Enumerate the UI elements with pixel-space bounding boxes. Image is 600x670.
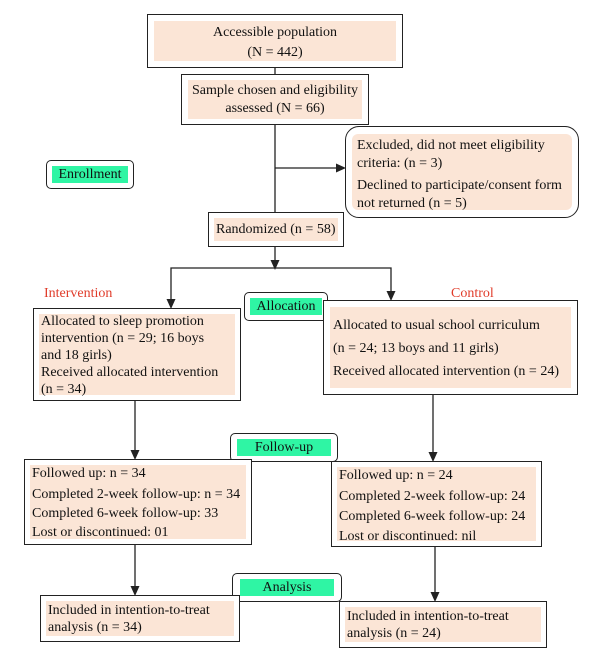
intervention-follow-line-1: Followed up: n = 34 [32,466,146,481]
control-analysis-box: Included in intention-to-treat analysis … [339,601,547,648]
intervention-follow-line-4: Lost or discontinued: 01 [32,525,169,540]
intervention-alloc-line-4: Received allocated intervention [41,365,219,380]
control-alloc-line-1: Allocated to usual school curriculum [333,318,540,333]
control-analysis-line-1: Included in intention-to-treat [347,609,509,624]
intervention-analysis-box: Included in intention-to-treat analysis … [40,595,240,642]
accessible-population-box: Accessible population (N = 442) [147,14,403,68]
intervention-follow-line-2: Completed 2-week follow-up: n = 34 [32,487,241,502]
intervention-allocation-box: Allocated to sleep promotion interventio… [33,308,241,401]
randomized-line-1: Randomized (n = 58) [216,222,336,237]
phase-follow-up: Follow-up [230,433,338,462]
phase-allocation: Allocation [244,292,328,321]
control-follow-line-2: Completed 2-week follow-up: 24 [339,489,526,504]
intervention-arm-label: Intervention [44,286,113,301]
phase-analysis-label: Analysis [240,579,334,596]
control-follow-line-4: Lost or discontinued: nil [339,529,477,544]
control-allocation-box: Allocated to usual school curriculum (n … [323,300,578,395]
population-line-2: (N = 442) [247,45,303,60]
phase-follow-up-label: Follow-up [237,439,331,456]
phase-analysis: Analysis [232,573,342,602]
eligibility-line-1: Sample chosen and eligibility [191,83,359,98]
phase-allocation-label: Allocation [250,298,322,315]
excluded-line-4: not returned (n = 5) [357,196,467,211]
control-follow-line-1: Followed up: n = 24 [339,468,453,483]
intervention-analysis-line-2: analysis (n = 34) [48,620,142,635]
intervention-alloc-line-3: and 18 girls) [41,348,112,363]
excluded-line-1: Excluded, did not meet eligibility [357,138,545,153]
phase-enrollment-label: Enrollment [52,166,128,183]
intervention-analysis-line-1: Included in intention-to-treat [48,603,210,618]
control-follow-up-box: Followed up: n = 24 Completed 2-week fol… [331,461,542,547]
intervention-alloc-line-5: (n = 34) [41,382,87,397]
control-alloc-line-3: Received allocated intervention (n = 24) [333,364,559,379]
intervention-alloc-line-2: intervention (n = 29; 16 boys [41,331,205,346]
control-alloc-line-2: (n = 24; 13 boys and 11 girls) [333,341,499,356]
control-analysis-line-2: analysis (n = 24) [347,626,441,641]
excluded-line-3: Declined to participate/consent form [357,178,562,193]
control-follow-line-3: Completed 6-week follow-up: 24 [339,509,526,524]
excluded-line-2: criteria: (n = 3) [357,156,443,171]
intervention-follow-line-3: Completed 6-week follow-up: 33 [32,506,219,521]
eligibility-line-2: assessed (N = 66) [225,101,325,116]
intervention-follow-up-box: Followed up: n = 34 Completed 2-week fol… [24,459,252,545]
excluded-box: Excluded, did not meet eligibility crite… [345,126,579,218]
intervention-alloc-line-1: Allocated to sleep promotion [41,314,204,329]
population-line-1: Accessible population [212,25,338,40]
control-arm-label: Control [451,286,494,301]
phase-enrollment: Enrollment [46,160,134,189]
eligibility-box: Sample chosen and eligibility assessed (… [181,74,369,125]
randomized-box: Randomized (n = 58) [208,212,344,247]
